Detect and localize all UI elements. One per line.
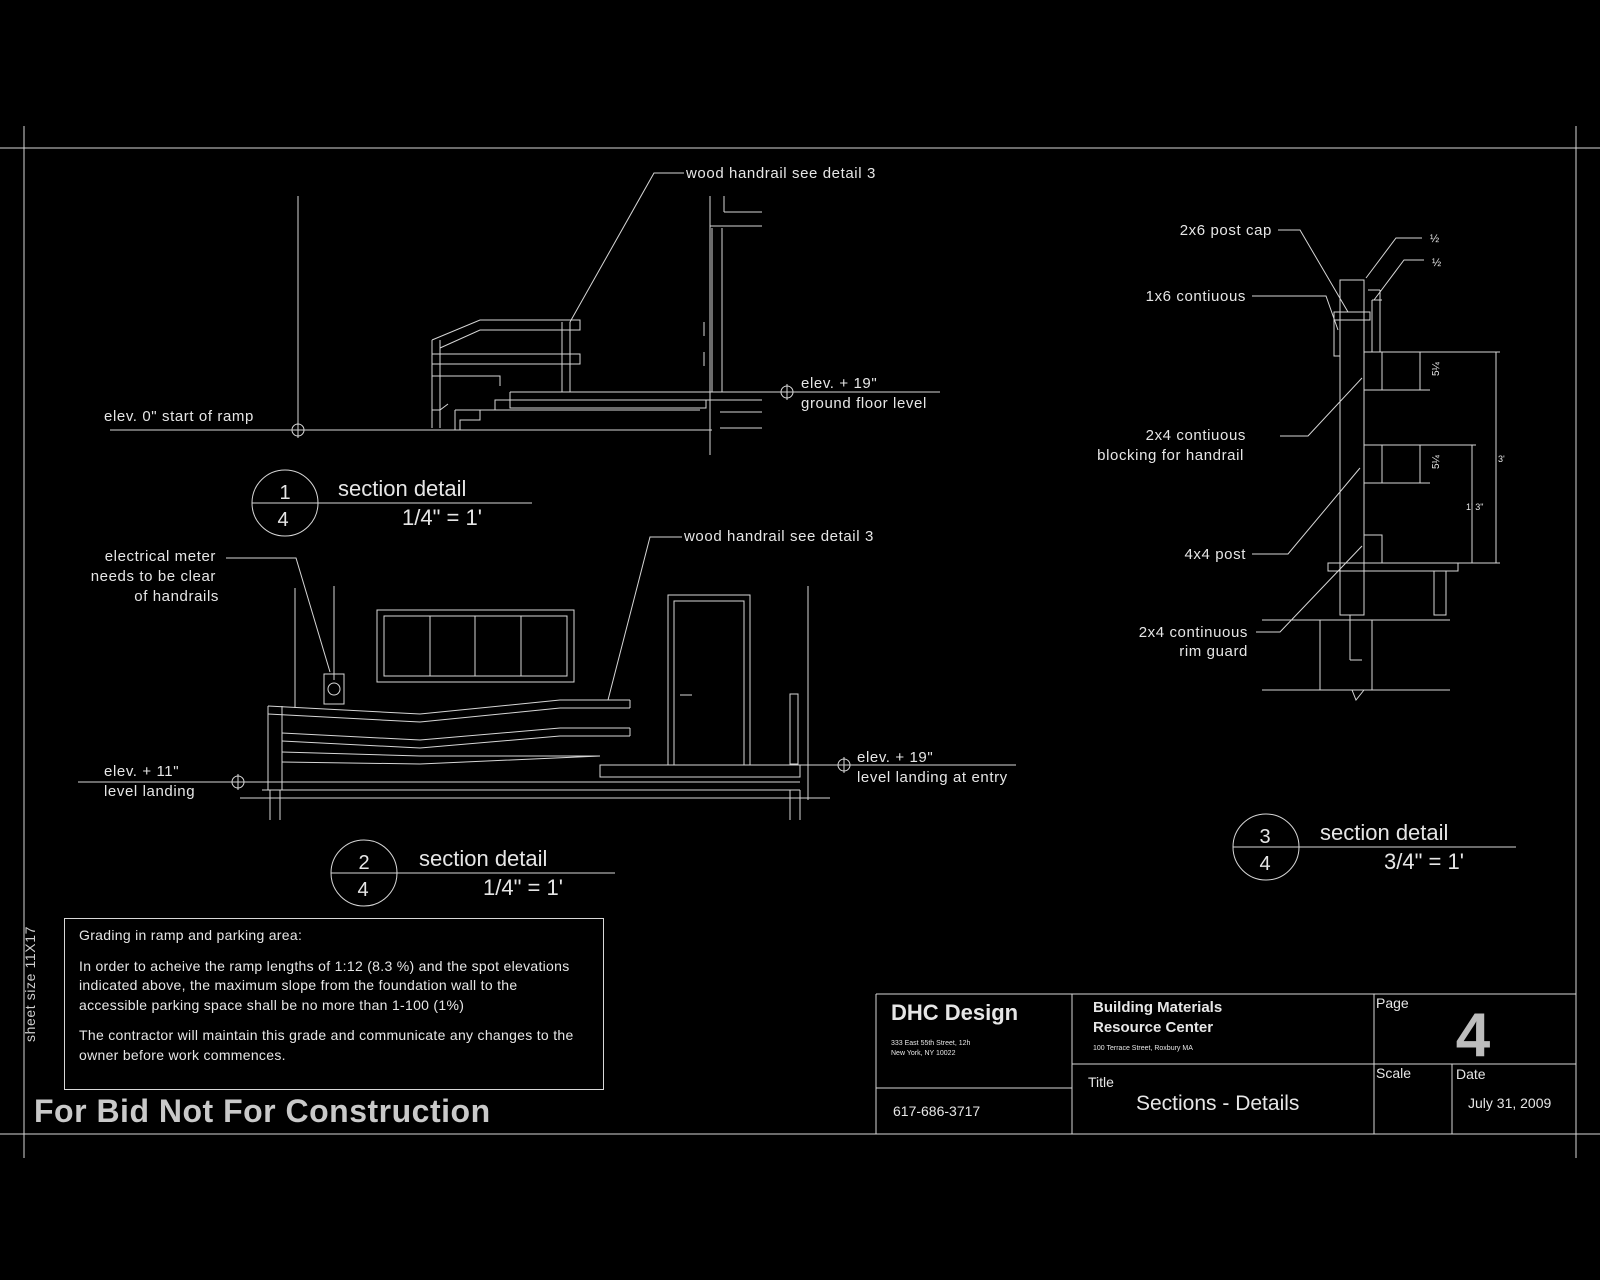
elevation-ground-label: elev. + 19" [801, 375, 877, 392]
dimension-label: ½ [1430, 233, 1439, 245]
sheet-date: July 31, 2009 [1468, 1095, 1551, 1111]
elevation-landing-caption: level landing [104, 783, 195, 800]
elevation-marker [779, 384, 795, 400]
firm-address: New York, NY 10022 [891, 1050, 956, 1057]
detail-scale: 3/4" = 1' [1384, 849, 1464, 874]
dimension-label: 5¼ [1430, 454, 1442, 469]
detail-sheet-number: 4 [277, 509, 288, 531]
detail-scale: 1/4" = 1' [402, 505, 482, 530]
title-label: Title [1088, 1074, 1114, 1090]
detail-sheet-number: 4 [1259, 853, 1270, 875]
detail-title: section detail [338, 476, 466, 501]
sheet-size-label: sheet size 11X17 [22, 926, 38, 1042]
page-number: 4 [1456, 1001, 1491, 1070]
firm-name: DHC Design [891, 1000, 1018, 1025]
elevation-ground-caption: ground floor level [801, 395, 927, 412]
detail-3-drawing [1252, 229, 1500, 701]
project-name: Resource Center [1093, 1019, 1213, 1036]
post-callout: 4x4 post [1184, 546, 1246, 563]
date-label: Date [1456, 1066, 1486, 1082]
dimension-label: 3' [1498, 454, 1505, 464]
dimension-label: ½ [1432, 257, 1441, 269]
title-block [875, 993, 1576, 1134]
elevation-marker [230, 774, 246, 790]
elevation-entry-label: elev. + 19" [857, 749, 933, 766]
notes-paragraph: The contractor will maintain this grade … [79, 1027, 574, 1063]
notes-heading: Grading in ramp and parking area: [79, 927, 303, 943]
post-cap-callout: 2x6 post cap [1180, 222, 1272, 239]
sheet-title: Sections - Details [1136, 1092, 1299, 1115]
detail-1-drawing [110, 172, 940, 455]
project-address: 100 Terrace Street, Roxbury MA [1093, 1045, 1193, 1052]
sheet-border [0, 126, 1600, 1158]
grading-notes: Grading in ramp and parking area: In ord… [64, 918, 604, 1090]
meter-note: needs to be clear [91, 568, 216, 585]
detail-number: 3 [1259, 826, 1270, 848]
project-name: Building Materials [1093, 999, 1222, 1016]
handrail-callout: wood handrail see detail 3 [685, 165, 876, 182]
detail-number: 1 [279, 482, 290, 504]
bid-stamp: For Bid Not For Construction [34, 1093, 491, 1129]
rim-guard-callout: rim guard [1179, 643, 1248, 660]
detail-title: section detail [419, 846, 547, 871]
elevation-start-label: elev. 0" start of ramp [104, 408, 254, 425]
dimension-label: 1' 3" [1466, 502, 1483, 512]
rim-guard-callout: 2x4 continuous [1139, 624, 1248, 641]
meter-note: of handrails [134, 588, 219, 605]
notes-paragraph: In order to acheive the ramp lengths of … [79, 957, 570, 1013]
dimension-label: 5¼ [1430, 361, 1442, 376]
page-label: Page [1376, 995, 1409, 1011]
elevation-landing-label: elev. + 11" [104, 763, 179, 780]
firm-phone: 617-686-3717 [893, 1103, 980, 1119]
detail-title: section detail [1320, 820, 1448, 845]
blocking-callout: 2x4 contiuous [1146, 427, 1246, 444]
meter-note: electrical meter [105, 548, 216, 565]
firm-address: 333 East 55th Street, 12h [891, 1040, 970, 1047]
handrail-callout: wood handrail see detail 3 [683, 528, 874, 545]
scale-label: Scale [1376, 1065, 1411, 1081]
detail-sheet-number: 4 [357, 879, 368, 901]
elevation-marker [290, 422, 306, 438]
detail-2-drawing [78, 536, 1016, 820]
elevation-marker [836, 757, 852, 773]
elevation-entry-caption: level landing at entry [857, 769, 1008, 786]
detail-scale: 1/4" = 1' [483, 875, 563, 900]
continuous-1x6-callout: 1x6 contiuous [1146, 288, 1246, 305]
detail-number: 2 [358, 852, 369, 874]
blocking-callout: blocking for handrail [1097, 447, 1244, 464]
